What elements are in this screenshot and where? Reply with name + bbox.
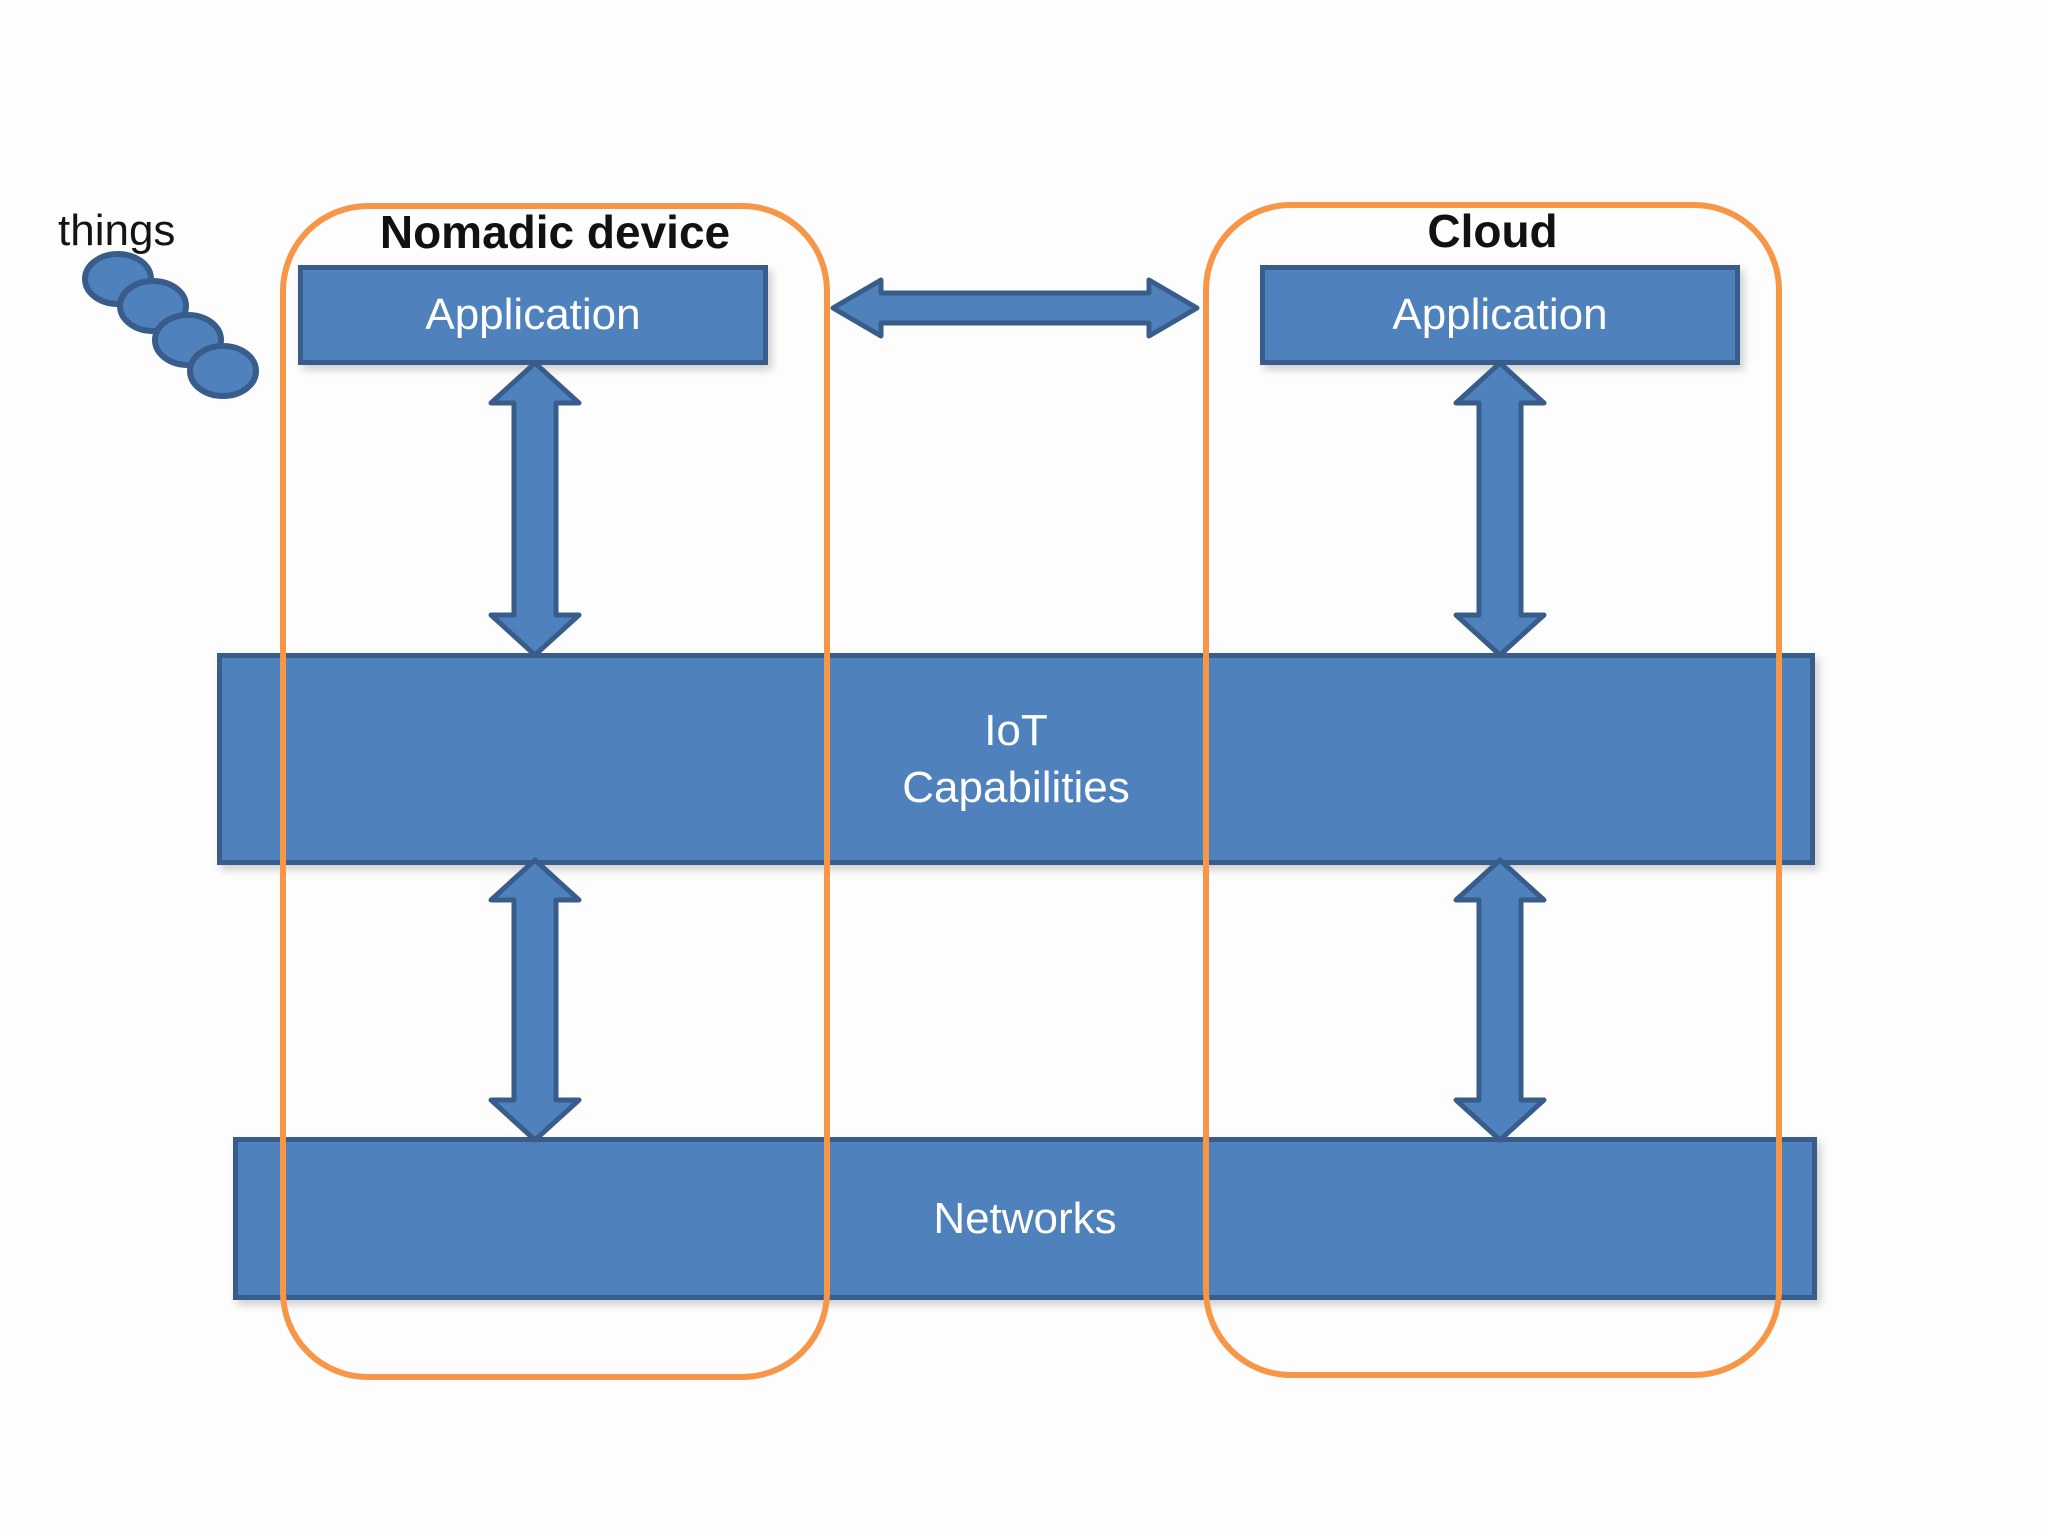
iot-capabilities-bar: IoT Capabilities [217, 653, 1815, 865]
nomadic-application-label: Application [425, 290, 641, 339]
networks-bar: Networks [233, 1137, 1817, 1300]
networks-label: Networks [933, 1194, 1117, 1243]
things-label: things [58, 206, 176, 255]
thing-ellipse-3 [152, 312, 224, 368]
thing-ellipse-4 [187, 343, 259, 399]
cloud-title: Cloud [1427, 205, 1558, 257]
iot-capabilities-label-line2: Capabilities [902, 763, 1130, 812]
app-to-app-arrow [830, 277, 1200, 339]
iot-capabilities-label-line1: IoT [984, 706, 1048, 755]
nomadic-device-container [280, 203, 830, 1380]
nomadic-device-title: Nomadic device [379, 206, 731, 258]
cloud-application-label: Application [1392, 290, 1608, 339]
cloud-container [1203, 202, 1782, 1378]
thing-ellipse-2 [117, 278, 189, 334]
thing-ellipse-1 [82, 251, 154, 307]
